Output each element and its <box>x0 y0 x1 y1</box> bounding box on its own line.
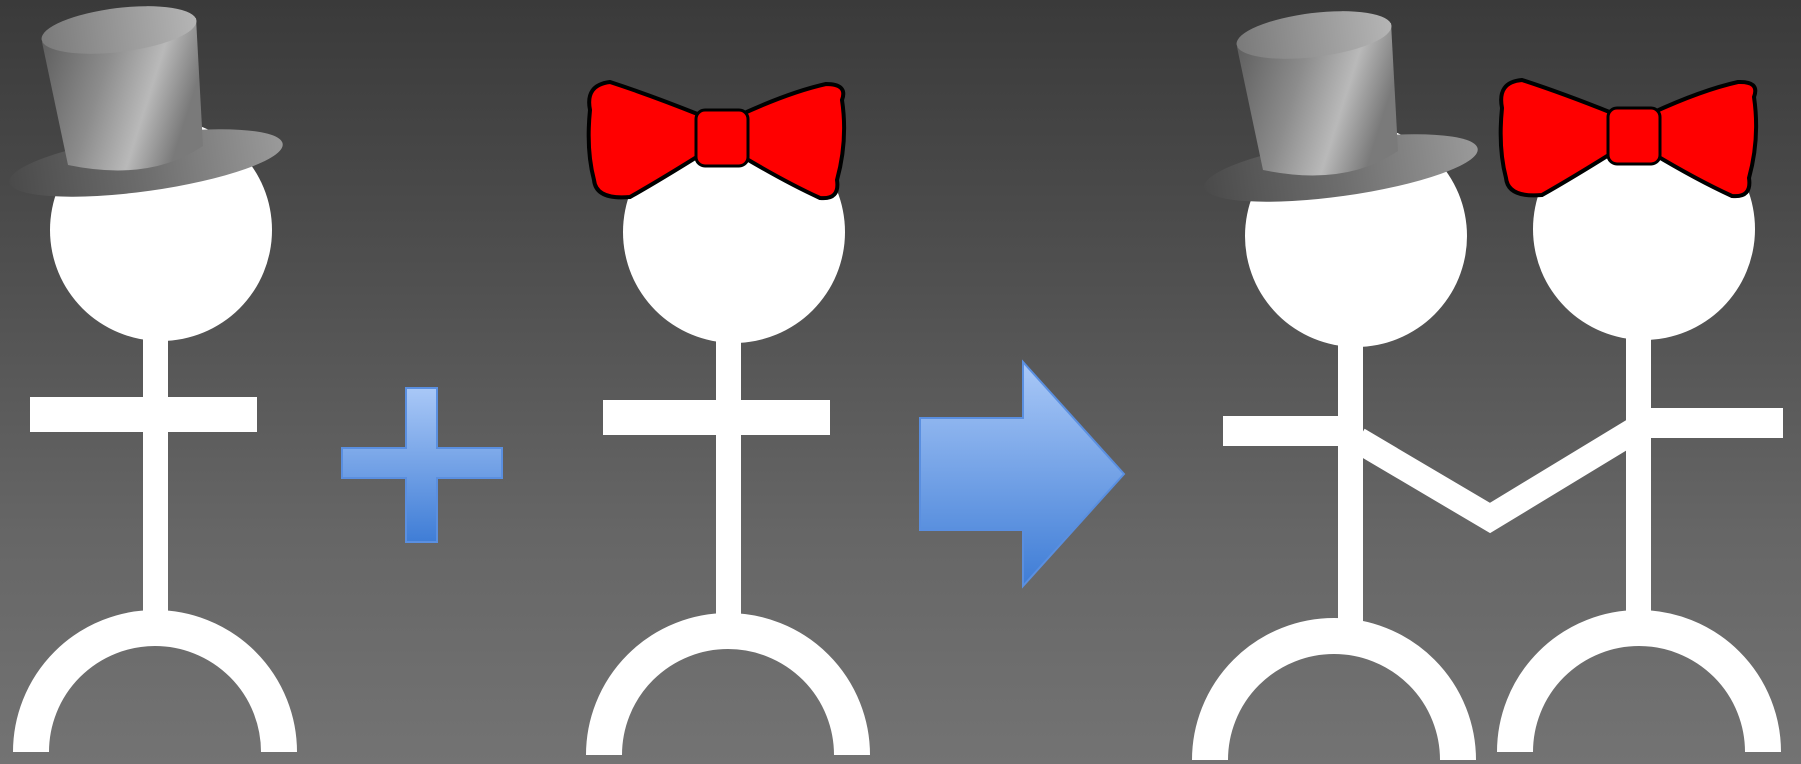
figure-torso <box>1626 330 1651 620</box>
couple-man <box>1192 11 1478 761</box>
figure-torso <box>1338 337 1363 624</box>
couple-holding-hands <box>1192 11 1783 761</box>
top-hat-icon <box>9 6 283 197</box>
stick-figure-with-bow <box>586 79 870 756</box>
figure-arms <box>30 397 257 432</box>
couple-woman <box>1497 77 1783 753</box>
figure-legs <box>586 613 870 756</box>
bow-icon <box>1498 77 1759 199</box>
bow-icon <box>586 79 847 201</box>
top-hat-icon <box>1204 11 1478 202</box>
figure-torso <box>143 330 168 617</box>
plus-icon <box>341 387 503 543</box>
stick-figure-with-top-hat <box>9 6 297 753</box>
figure-legs <box>1192 618 1476 761</box>
arrow-right-icon <box>919 359 1126 589</box>
figure-arm-left <box>1223 416 1353 446</box>
figure-legs <box>13 610 297 753</box>
figure-arms <box>603 400 830 435</box>
figure-legs <box>1497 610 1781 753</box>
figure-torso <box>716 333 741 620</box>
figure-arm-right <box>1648 408 1783 438</box>
joined-arms <box>1351 418 1642 534</box>
